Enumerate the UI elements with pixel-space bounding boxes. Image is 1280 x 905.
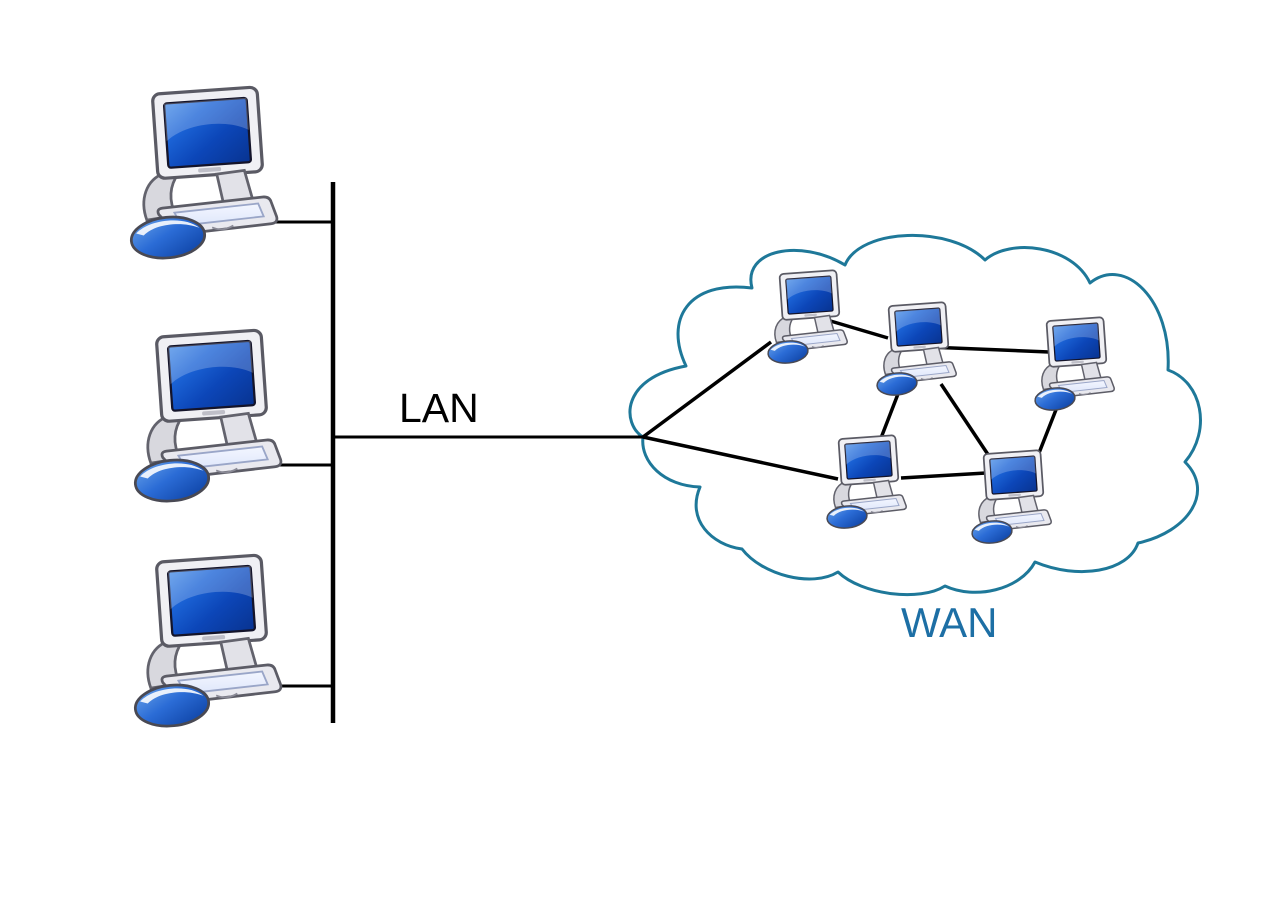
lan-label: LAN (399, 385, 479, 431)
wan-link-topmiddle-topright (927, 345, 1050, 354)
wan-label: WAN (901, 599, 997, 646)
wan-cloud-outline (628, 234, 1202, 597)
wan-link-entry-bottomleft (642, 435, 839, 481)
wan-link-entry-topleft (641, 340, 773, 439)
wan-link-topmiddle-bottomright (939, 383, 991, 457)
wan-link-bottomleft-bottomright (900, 471, 987, 480)
